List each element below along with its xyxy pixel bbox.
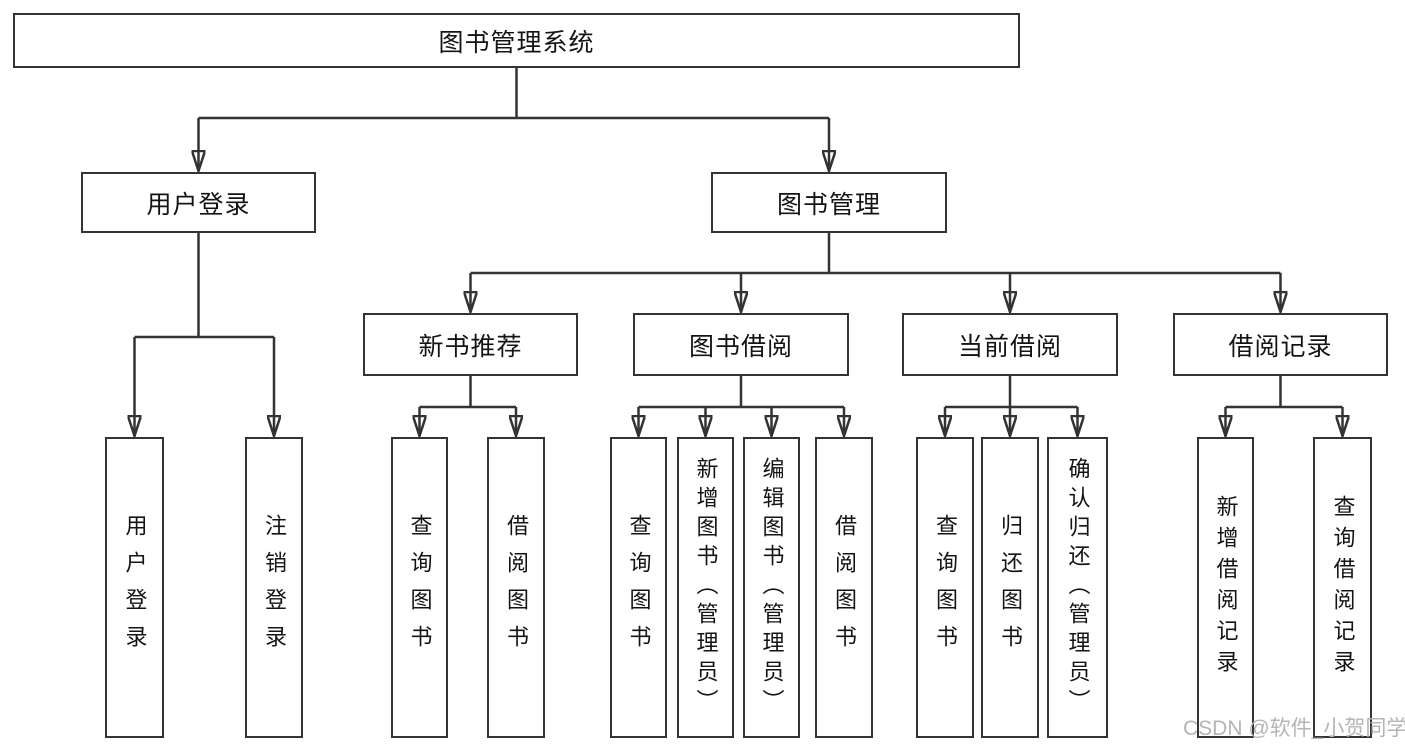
node-label: 归还图书 (998, 513, 1023, 662)
node-label: 当前借阅 (957, 332, 1062, 361)
node-label: 查询图书 (933, 513, 958, 662)
node-label: 用户登录 (122, 513, 148, 662)
node-user-login: 用户登录 (81, 172, 316, 233)
node-borrow-records: 借阅记录 (1173, 313, 1388, 376)
node-label: 图书借阅 (688, 332, 793, 361)
leaf-add-borrow-record: 新增借阅记录 (1197, 437, 1254, 738)
node-book-management: 图书管理 (711, 172, 947, 233)
csdn-watermark: CSDN @软件_小贺同学 (1183, 717, 1405, 740)
leaf-edit-books-admin: 编辑图书（管理员） (743, 437, 800, 738)
leaf-query-books-current: 查询图书 (916, 437, 974, 738)
leaf-query-borrow-record: 查询借阅记录 (1313, 437, 1372, 738)
node-label: 借阅记录 (1228, 332, 1333, 361)
leaf-query-books-recommend: 查询图书 (391, 437, 448, 738)
node-label: 新增图书（管理员） (693, 457, 719, 718)
leaf-borrow-books-recommend: 借阅图书 (487, 437, 545, 738)
node-label: 新增借阅记录 (1213, 494, 1239, 681)
leaf-user-login: 用户登录 (105, 437, 164, 738)
node-label: 查询借阅记录 (1330, 494, 1356, 681)
node-label: 用户登录 (146, 190, 251, 219)
node-library-system: 图书管理系统 (13, 13, 1020, 68)
node-label: 编辑图书（管理员） (759, 457, 785, 718)
leaf-add-books-admin: 新增图书（管理员） (677, 437, 734, 738)
leaf-logout-login: 注销登录 (245, 437, 303, 738)
node-label: 图书管理 (776, 190, 881, 219)
node-book-borrow: 图书借阅 (633, 313, 849, 376)
leaf-query-books-borrow: 查询图书 (610, 437, 667, 738)
node-label: 借阅图书 (832, 513, 857, 662)
leaf-return-books: 归还图书 (981, 437, 1039, 738)
node-label: 查询图书 (407, 513, 433, 662)
node-label: 新书推荐 (418, 332, 523, 361)
leaf-confirm-return-admin: 确认归还（管理员） (1047, 437, 1108, 738)
node-label: 注销登录 (262, 513, 287, 662)
leaf-borrow-books: 借阅图书 (815, 437, 873, 738)
node-label: 图书管理系统 (438, 28, 595, 57)
node-current-borrow: 当前借阅 (902, 313, 1118, 376)
node-label: 查询图书 (626, 513, 652, 662)
node-new-book-recommend: 新书推荐 (363, 313, 578, 376)
node-label: 确认归还（管理员） (1065, 457, 1091, 718)
node-label: 借阅图书 (504, 513, 529, 662)
